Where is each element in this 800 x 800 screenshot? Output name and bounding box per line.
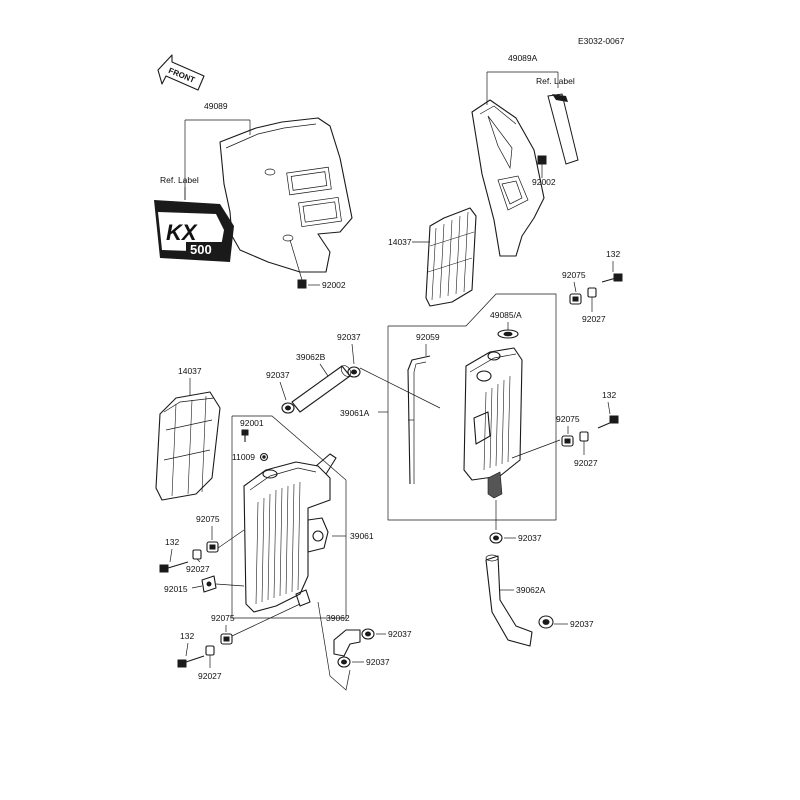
collar-92027-l2 <box>205 645 215 656</box>
bolt-132-l1 <box>159 561 189 573</box>
grommet-92075-r1 <box>569 293 582 305</box>
bolt-92002-right <box>537 155 547 178</box>
overflow-tube-92059 <box>407 355 431 485</box>
label-92027-r1: 92027 <box>582 314 606 324</box>
grommet-92075-r2 <box>561 435 574 447</box>
label-92002-right: 92002 <box>532 177 556 187</box>
clamp-92037-b <box>281 402 295 414</box>
right-shroud <box>471 99 545 257</box>
ref-label-right: Ref. Label <box>536 76 575 86</box>
label-49089: 49089 <box>204 101 228 111</box>
bolt-132-r1 <box>601 273 623 283</box>
label-92037-a: 92037 <box>337 332 361 342</box>
label-11009: 11009 <box>232 452 255 462</box>
radiator-39061A <box>463 347 523 499</box>
diagram-code: E3032-0067 <box>578 36 625 46</box>
label-132-l1: 132 <box>165 537 179 547</box>
label-49089A: 49089A <box>508 53 538 63</box>
label-49085A: 49085/A <box>490 310 522 320</box>
grommet-92075-l2 <box>220 633 233 645</box>
bolt-132-r2 <box>597 415 619 429</box>
collar-92027-r1 <box>587 287 597 298</box>
label-39061A: 39061A <box>340 408 370 418</box>
label-92059: 92059 <box>416 332 440 342</box>
label-92002-left: 92002 <box>322 280 346 290</box>
label-92027-l2: 92027 <box>198 671 222 681</box>
clamp-92037-c <box>489 532 503 544</box>
label-92075-r1: 92075 <box>562 270 586 280</box>
label-92075-l1: 92075 <box>196 514 220 524</box>
label-14037-left: 14037 <box>178 366 202 376</box>
bolt-132-l2 <box>177 655 205 668</box>
kx-number-text: 500 <box>190 242 212 257</box>
ref-label-left: Ref. Label <box>160 175 199 185</box>
label-92037-f: 92037 <box>366 657 390 667</box>
hose-39062B <box>291 365 352 413</box>
group-box-right <box>387 293 557 521</box>
label-92015: 92015 <box>164 584 188 594</box>
radiator-cap-49085A <box>497 329 519 339</box>
clamp-92037-e <box>361 628 375 640</box>
front-label: FRONT <box>167 66 196 85</box>
label-92001: 92001 <box>240 418 264 428</box>
radiator-39061 <box>243 453 337 613</box>
collar-92027-r2 <box>579 431 589 442</box>
label-39061: 39061 <box>350 531 374 541</box>
kx-label-text: KX <box>166 220 198 245</box>
clamp-92037-a <box>347 366 361 378</box>
right-ref-label-decal <box>547 93 579 165</box>
hose-39062 <box>333 629 361 657</box>
kx-label-decal: KX 500 <box>154 200 234 262</box>
hose-39062A <box>485 554 533 647</box>
label-92027-r2: 92027 <box>574 458 598 468</box>
label-132-l2: 132 <box>180 631 194 641</box>
radiator-screen-left <box>155 391 221 501</box>
label-92037-e: 92037 <box>388 629 412 639</box>
label-92037-c: 92037 <box>518 533 542 543</box>
label-39062B: 39062B <box>296 352 326 362</box>
label-14037-upper: 14037 <box>388 237 412 247</box>
left-shroud <box>219 117 353 273</box>
label-92075-r2: 92075 <box>556 414 580 424</box>
bracket-92015 <box>201 575 217 593</box>
label-39062: 39062 <box>326 613 350 623</box>
clamp-92037-f <box>337 656 351 668</box>
label-92075-l2: 92075 <box>211 613 235 623</box>
group-box-left <box>231 415 347 619</box>
front-arrow-icon: FRONT <box>157 54 205 91</box>
grommet-92075-l1 <box>206 541 219 553</box>
label-132-r2: 132 <box>602 390 616 400</box>
clamp-92037-d <box>538 615 554 629</box>
label-92037-d: 92037 <box>570 619 594 629</box>
collar-92027-l1 <box>192 549 202 560</box>
label-92027-l1: 92027 <box>186 564 210 574</box>
label-132-r1: 132 <box>606 249 620 259</box>
washer-11009 <box>259 452 269 462</box>
bolt-92001 <box>241 429 249 442</box>
radiator-screen-upper <box>425 207 477 307</box>
bolt-92002-left <box>289 239 320 289</box>
label-39062A: 39062A <box>516 585 546 595</box>
label-92037-b: 92037 <box>266 370 290 380</box>
